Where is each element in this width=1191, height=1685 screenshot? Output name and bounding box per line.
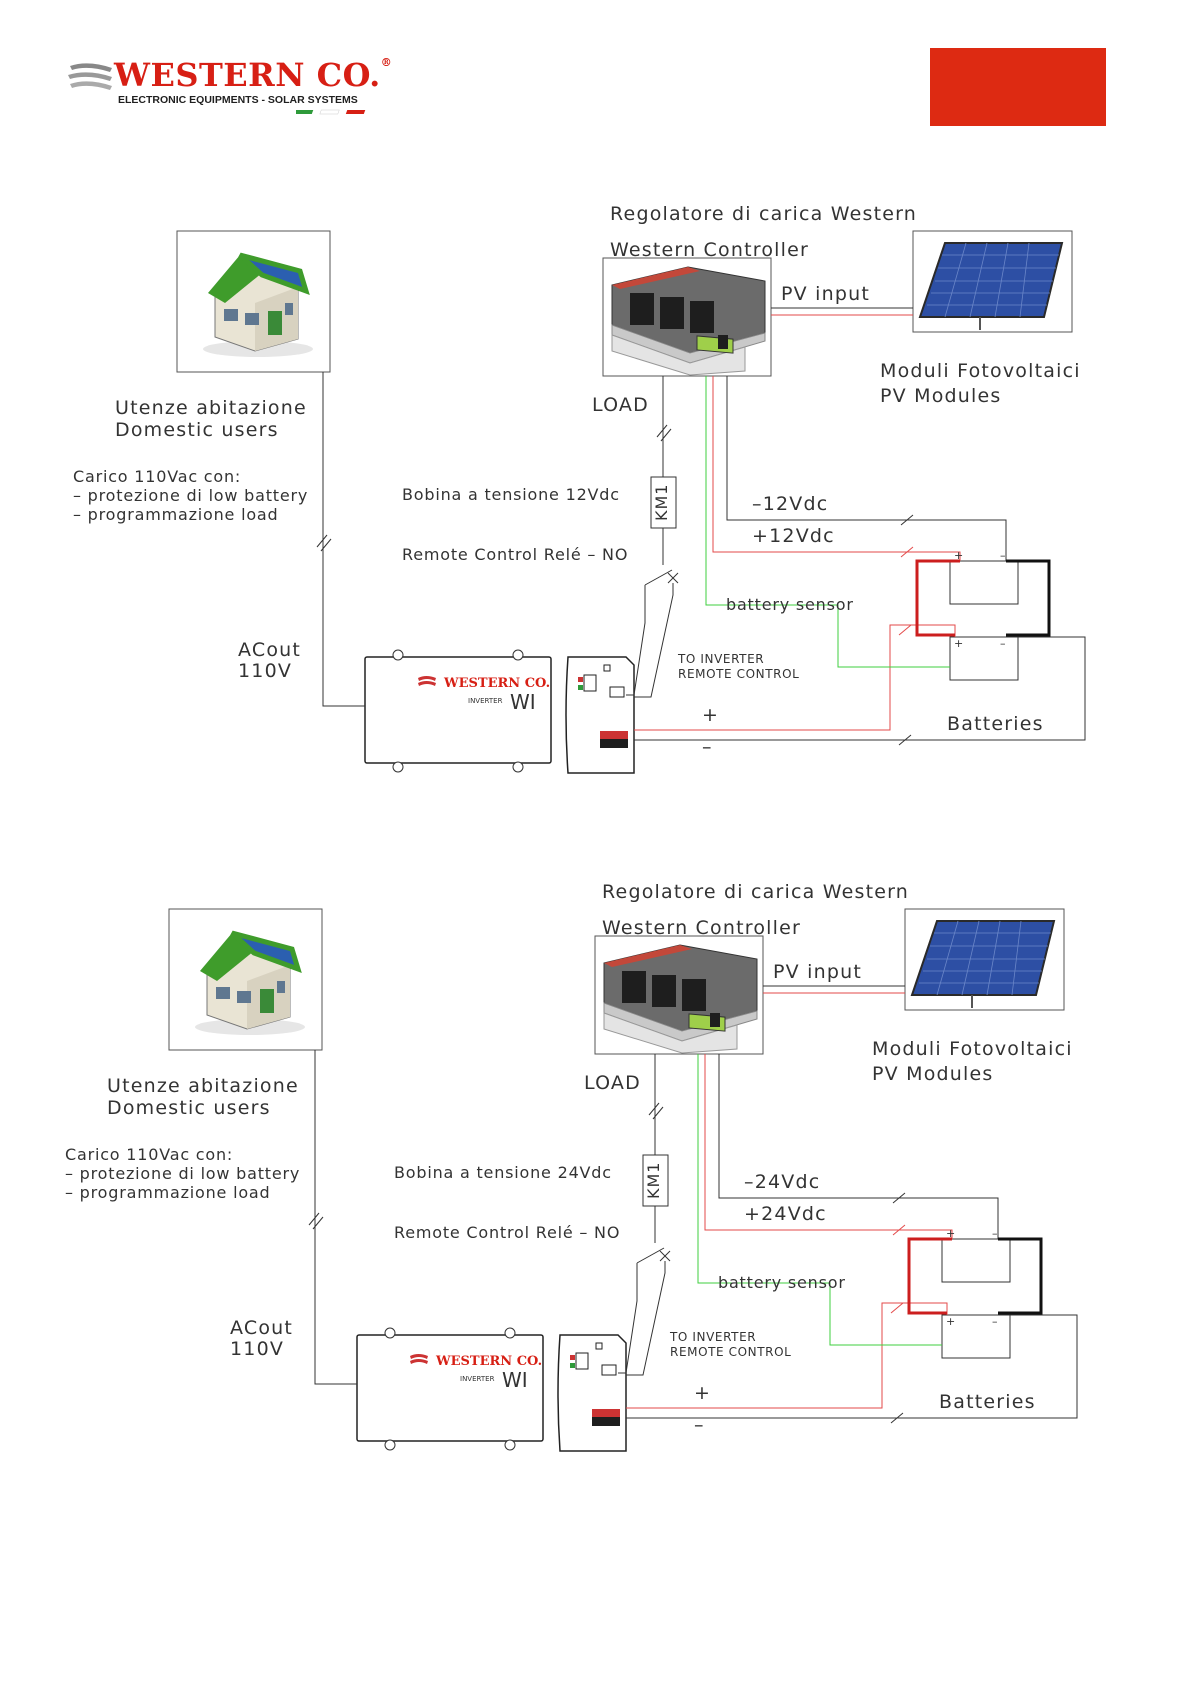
inverter-small-label: INVERTER [460,1375,495,1383]
red-wires [626,992,953,1409]
relay-label: Remote Control Relé – NO [402,545,629,564]
controller-title-en: Western Controller [602,917,802,939]
minus-label: – [694,1414,705,1436]
house-image [176,230,331,373]
pv-input-label: PV input [781,283,870,305]
domestic-users-it: Utenze abitazione [115,397,307,419]
relay-coil [642,1154,669,1207]
coil-label: Bobina a tensione 24Vdc [394,1163,612,1182]
acout-label-2: 110V [230,1338,285,1360]
plus-label: + [694,1382,712,1404]
pv-module-image [904,908,1065,1011]
pv-modules-en: PV Modules [872,1063,994,1085]
load-note-3: – programmazione load [73,505,279,524]
controller-title-it: Regolatore di carica Western [602,881,910,903]
red-wires [634,314,961,731]
controller-title-it: Regolatore di carica Western [610,203,918,225]
acout-label-2: 110V [238,660,293,682]
pv-modules-en: PV Modules [880,385,1002,407]
house-image [168,908,323,1051]
inverter-small-label: INVERTER [468,697,503,705]
inverter-remote-1: TO INVERTER [678,652,765,666]
pv-modules-it: Moduli Fotovoltaici [872,1038,1073,1060]
domestic-users-it: Utenze abitazione [107,1075,299,1097]
charge-controller-image [602,257,772,377]
battery-terminal-plus: + [946,1227,955,1240]
battery-sensor-wire [705,376,950,668]
relay-label: Remote Control Relé – NO [394,1223,621,1242]
battery-terminals: + – + – [946,1227,998,1328]
battery-terminals: + – + – [954,549,1006,650]
batteries-label: Batteries [939,1391,1036,1413]
inverter-model: WI [510,690,536,714]
domestic-users-en: Domestic users [115,419,279,441]
positive-voltage-label: +24Vdc [744,1203,827,1225]
minus-label: – [702,736,713,758]
battery-sensor-wire [697,1054,942,1346]
battery-terminal-minus: – [992,1227,998,1240]
load-label: LOAD [584,1072,641,1094]
header-red-block [930,48,1106,126]
relay-tag: KM1 [644,1161,663,1199]
inverter-side-panel [557,1334,627,1452]
logo-tagline: ELECTRONIC EQUIPMENTS - SOLAR SYSTEMS [118,94,358,106]
black-wires [308,985,1078,1424]
battery-terminal-minus: – [1000,549,1006,562]
italian-flag-icon [296,109,366,115]
wiring-lines: + – + – [176,230,1086,774]
inverter-wi [364,649,552,773]
domestic-users-en: Domestic users [107,1097,271,1119]
acout-label-1: ACout [230,1317,294,1339]
relay-tag: KM1 [652,483,671,521]
positive-voltage-label: +12Vdc [752,525,835,547]
batteries-label: Batteries [947,713,1044,735]
logo-name: WESTERN CO.® [114,56,393,94]
inverter-remote-1: TO INVERTER [670,1330,757,1344]
inverter-remote-2: REMOTE CONTROL [670,1345,792,1359]
wiring-diagram-1: + – + – WESTERN CO. INVERTER WI Regolatore… [0,175,1191,795]
battery-sensor-label: battery sensor [726,595,854,614]
plus-label: + [702,704,720,726]
inverter-side-panel [565,656,635,774]
wiring-diagram-2: + – + – WESTERN CO. INVERTER WI Regolatore… [0,853,1183,1473]
inverter-wi [356,1327,544,1451]
battery-interconnect [915,559,1051,637]
western-co-logo: WESTERN CO.® ELECTRONIC EQUIPMENTS - SOL… [68,56,392,122]
load-note-2: – protezione di low battery [65,1164,301,1183]
inverter-model: WI [502,1368,528,1392]
load-label: LOAD [592,394,649,416]
charge-controller-image [594,935,764,1055]
load-note-1: Carico 110Vac con: [65,1145,234,1164]
black-wires [316,307,1086,746]
inverter-remote-2: REMOTE CONTROL [678,667,800,681]
wiring-lines: + – + – [168,908,1078,1452]
page-header: WESTERN CO.® ELECTRONIC EQUIPMENTS - SOL… [0,0,1191,140]
acout-label-1: ACout [238,639,302,661]
pv-modules-it: Moduli Fotovoltaici [880,360,1081,382]
battery-interconnect [907,1237,1043,1315]
logo-wings-icon [68,63,112,90]
battery-terminal-plus: + [954,637,963,650]
pv-module-image [912,230,1073,333]
battery-terminal-plus: + [954,549,963,562]
inverter-brand: WESTERN CO. [444,676,551,691]
battery-terminal-plus: + [946,1315,955,1328]
coil-label: Bobina a tensione 12Vdc [402,485,620,504]
pv-input-label: PV input [773,961,862,983]
load-note-1: Carico 110Vac con: [73,467,242,486]
battery-terminal-minus: – [992,1315,998,1328]
negative-voltage-label: –12Vdc [752,493,829,515]
load-note-2: – protezione di low battery [73,486,309,505]
battery-sensor-label: battery sensor [718,1273,846,1292]
load-note-3: – programmazione load [65,1183,271,1202]
controller-title-en: Western Controller [610,239,810,261]
negative-voltage-label: –24Vdc [744,1171,821,1193]
battery-terminal-minus: – [1000,637,1006,650]
inverter-brand: WESTERN CO. [436,1354,543,1369]
